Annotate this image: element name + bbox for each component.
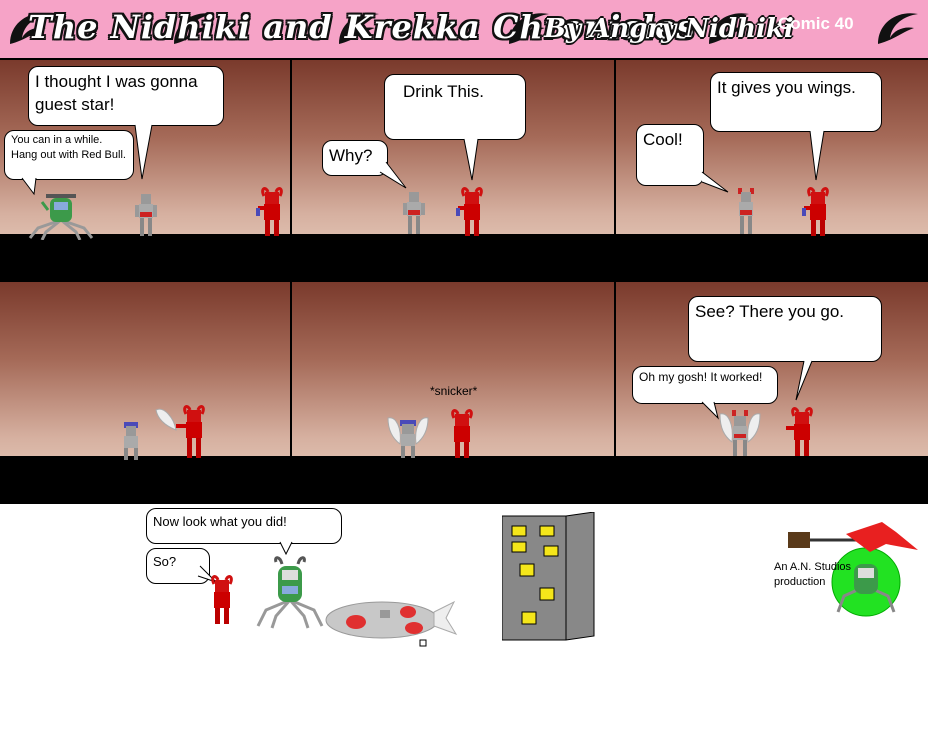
silver-robot-sprite [135, 194, 157, 236]
winged-krekka-sprite [155, 405, 205, 458]
speech-bubble-nidhiki: Now look what you did! [146, 508, 342, 544]
red-krekka-sprite [256, 187, 283, 236]
crashed-airship-sprite [325, 600, 458, 647]
speech-tail [701, 401, 719, 420]
speech-bubble-krekka: So? [146, 548, 210, 584]
panel-5 [292, 282, 614, 504]
swirl-ornament-icon [174, 13, 214, 44]
floor [0, 234, 290, 280]
floor [292, 456, 614, 504]
floor [0, 456, 290, 504]
comic-header: The Nidhiki and Krekka Chronicles By Ang… [0, 0, 928, 58]
panel-border [0, 280, 928, 282]
speech-tail [379, 161, 407, 189]
speech-bubble-nidhiki: Why? [322, 140, 388, 176]
speech-tail [701, 171, 729, 193]
comic-title: The Nidhiki and Krekka Chronicles [28, 8, 696, 46]
swirl-ornament-icon [878, 13, 918, 44]
comic-byline: By Angry Nidhiki [544, 14, 794, 44]
speech-tail [279, 541, 293, 556]
speech-tail [795, 360, 813, 401]
speech-bubble-nidhiki: Cool! [636, 124, 704, 186]
speech-bubble-krekka: See? There you go. [688, 296, 882, 362]
floor [616, 456, 928, 504]
silver-robot-sprite [124, 422, 138, 460]
winged-nidhiki-sprite [719, 410, 761, 456]
speech-bubble-nidhiki: Oh my gosh! It worked! [632, 366, 778, 404]
swirl-ornament-icon [10, 13, 50, 44]
studio-credit: An A.N. Studios production [774, 561, 852, 588]
silver-robot-sprite [738, 188, 754, 234]
red-krekka-sprite [456, 187, 483, 236]
gray-building-sprite [502, 512, 595, 641]
comic-number: Comic 40 [778, 14, 854, 33]
an-studios-logo [788, 522, 918, 617]
silver-robot-sprite [403, 192, 425, 234]
snicker-sound-effect: *snicker* [430, 384, 478, 398]
floor [292, 234, 614, 280]
red-krekka-sprite [211, 575, 233, 624]
red-krekka-sprite [802, 187, 829, 236]
speech-bubble-nidhiki: I thought I was gonna guest star! [28, 66, 224, 126]
speech-bubble-krekka: Drink This. [384, 74, 526, 140]
spider-creature-sprite [28, 194, 94, 240]
speech-bubble-krekka: It gives you wings. [710, 72, 882, 132]
swirl-ornament-icon [339, 13, 379, 44]
speech-tail [134, 124, 153, 180]
winged-nidhiki-sprite [387, 417, 429, 458]
red-krekka-sprite [451, 409, 473, 458]
speech-tail [21, 177, 37, 196]
swirl-ornament-icon [509, 13, 549, 44]
panel-border [0, 58, 928, 60]
red-krekka-sprite [786, 407, 813, 456]
panel-4 [0, 282, 290, 504]
speech-bubble-krekka: You can in a while. Hang out with Red Bu… [4, 130, 134, 180]
spider-creature-sprite [256, 556, 324, 629]
speech-tail [809, 130, 825, 181]
swirl-ornament-icon [709, 13, 749, 44]
speech-tail [463, 138, 479, 181]
floor [616, 234, 928, 280]
